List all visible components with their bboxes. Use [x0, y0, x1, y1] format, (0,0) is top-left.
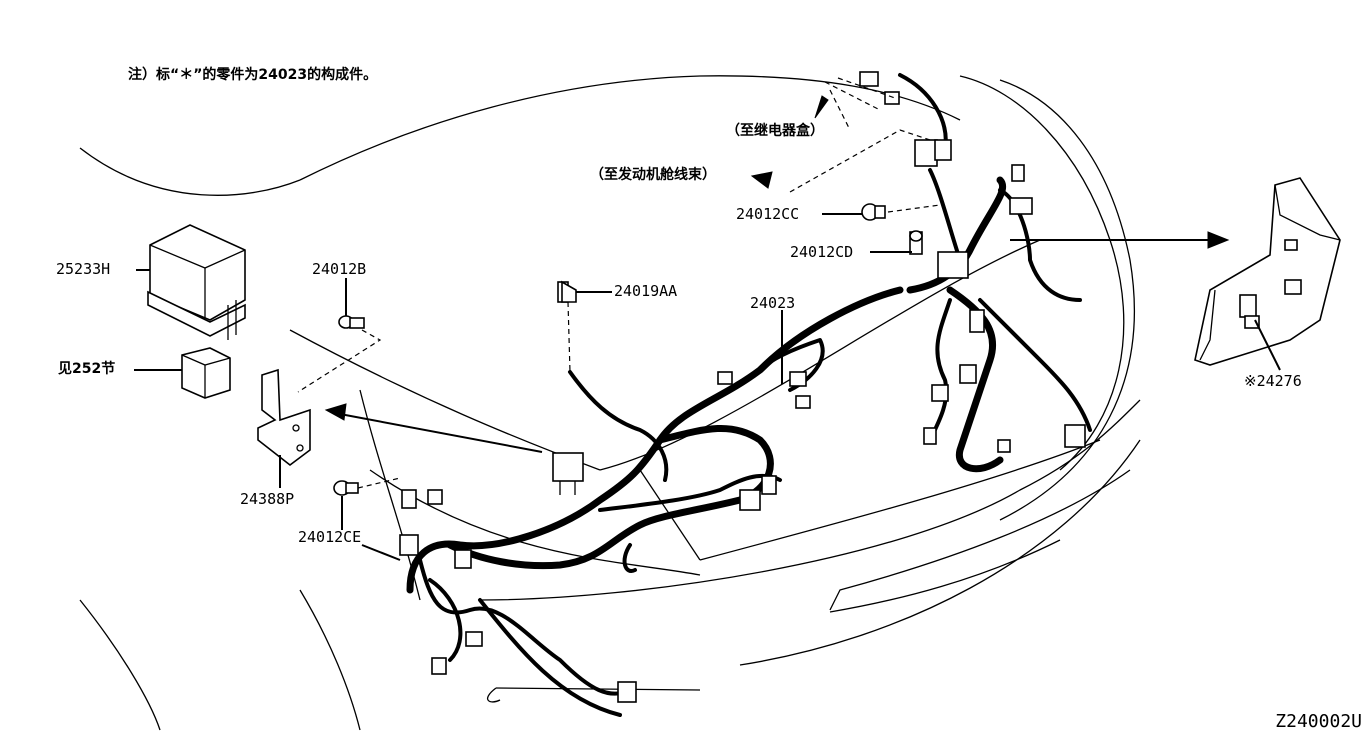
relay-25233H — [147, 224, 246, 340]
bracket-24388P — [257, 368, 311, 467]
vehicle-body-outline — [79, 75, 1141, 731]
wire-harness-24023 — [406, 73, 1092, 717]
clip-24012CD — [909, 230, 923, 255]
part-label-24019AA[interactable]: 24019AA — [614, 282, 678, 300]
destination-engine-harness: （至发动机舱线束） — [590, 167, 716, 183]
diagram-code: Z240002U — [1275, 711, 1362, 732]
relay-small — [181, 347, 231, 399]
part-label-25233H[interactable]: 25233H — [56, 260, 111, 278]
connectors — [399, 71, 1086, 703]
part-label-24023[interactable]: 24023 — [750, 294, 796, 312]
clip-24012CC — [861, 203, 941, 221]
destination-relay-box: （至继电器盒） — [726, 123, 824, 139]
cover-24276 — [1194, 177, 1341, 366]
part-label-24388P[interactable]: 24388P — [240, 490, 295, 508]
part-label-24276[interactable]: ※24276 — [1244, 372, 1302, 390]
part-label-24012CE[interactable]: 24012CE — [298, 528, 362, 546]
part-label-24012CD[interactable]: 24012CD — [790, 243, 854, 261]
bolt-24012CE — [333, 477, 401, 496]
part-label-see-252[interactable]: 见252节 — [58, 361, 116, 377]
bolt-24012B — [297, 315, 382, 393]
part-label-24012CC[interactable]: 24012CC — [736, 205, 800, 223]
destination-leaders — [750, 77, 931, 193]
clip-24019AA — [557, 280, 577, 373]
diagram-note: 注）标“＊”的零件为24023的构成件。 — [128, 67, 378, 83]
part-label-24012B[interactable]: 24012B — [312, 260, 367, 278]
leader-lines — [134, 213, 1281, 561]
